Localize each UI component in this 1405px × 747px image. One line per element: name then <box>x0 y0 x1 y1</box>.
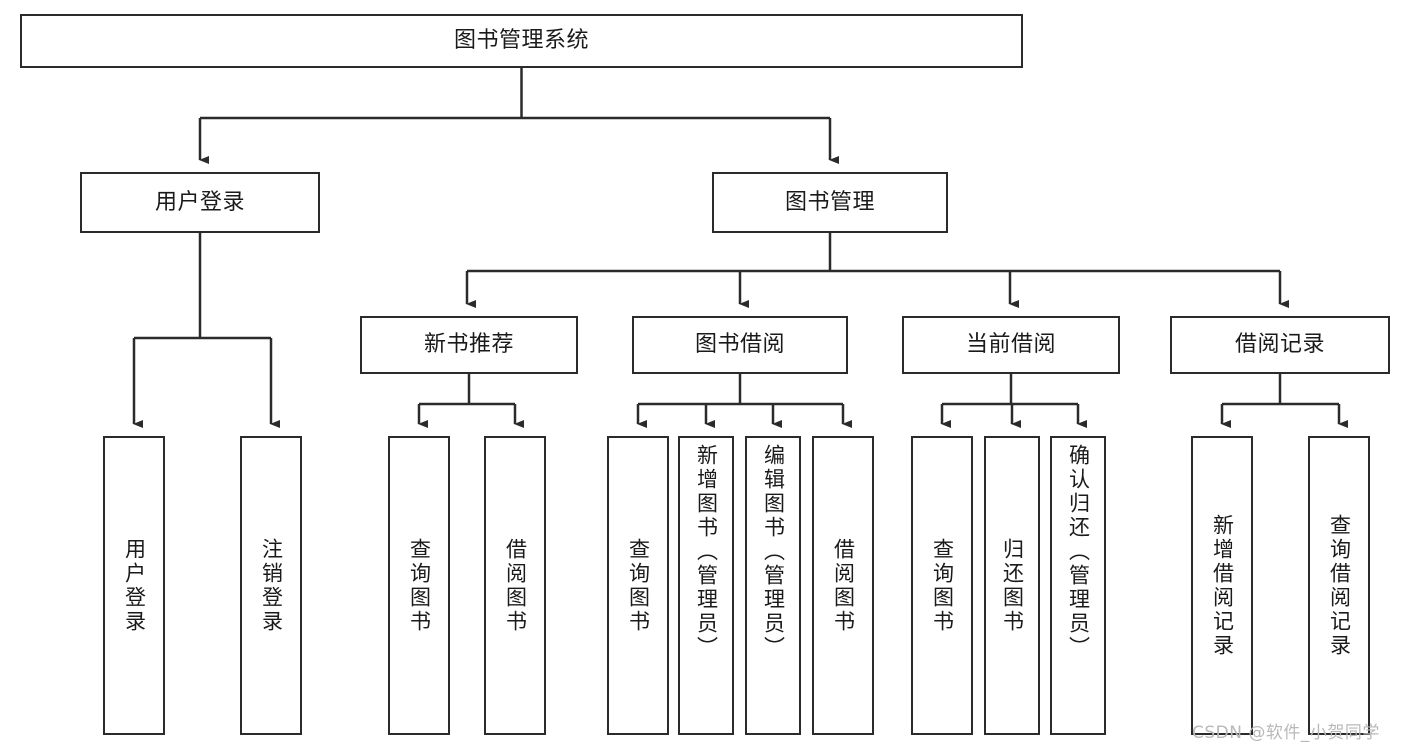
node-leaf-add-record[interactable]: 新增借阅记录 <box>1191 436 1253 735</box>
node-new-book-recommend-label: 新书推荐 <box>423 332 514 358</box>
node-book-management[interactable]: 图书管理 <box>712 172 948 233</box>
node-leaf-add-book-label: 新增图书（管理员） <box>694 444 719 660</box>
node-leaf-edit-book-label: 编辑图书（管理员） <box>761 444 786 660</box>
node-leaf-borrow-book-1-label: 借阅图书 <box>503 537 528 634</box>
node-borrow-record[interactable]: 借阅记录 <box>1170 316 1390 374</box>
node-leaf-query-record[interactable]: 查询借阅记录 <box>1308 436 1370 735</box>
node-leaf-edit-book[interactable]: 编辑图书（管理员） <box>745 436 801 735</box>
node-leaf-logout-label: 注销登录 <box>259 537 284 634</box>
node-book-borrow[interactable]: 图书借阅 <box>632 316 848 374</box>
node-leaf-borrow-book-2[interactable]: 借阅图书 <box>812 436 874 735</box>
node-leaf-add-record-label: 新增借阅记录 <box>1210 513 1235 658</box>
node-book-management-label: 图书管理 <box>784 189 875 215</box>
node-leaf-query-book-2-label: 查询图书 <box>626 537 651 634</box>
node-book-borrow-label: 图书借阅 <box>694 332 785 358</box>
node-new-book-recommend[interactable]: 新书推荐 <box>360 316 578 374</box>
node-leaf-query-book-1-label: 查询图书 <box>407 537 432 634</box>
node-leaf-query-book-2[interactable]: 查询图书 <box>607 436 669 735</box>
node-leaf-user-login[interactable]: 用户登录 <box>103 436 165 735</box>
node-current-borrow[interactable]: 当前借阅 <box>902 316 1120 374</box>
node-leaf-query-book-1[interactable]: 查询图书 <box>388 436 450 735</box>
node-borrow-record-label: 借阅记录 <box>1234 332 1325 358</box>
node-root-label: 图书管理系统 <box>453 28 589 54</box>
node-leaf-user-login-label: 用户登录 <box>122 537 147 634</box>
node-leaf-return-book[interactable]: 归还图书 <box>984 436 1040 735</box>
node-user-login-label: 用户登录 <box>154 189 245 215</box>
node-leaf-query-book-3[interactable]: 查询图书 <box>911 436 973 735</box>
node-leaf-borrow-book-2-label: 借阅图书 <box>831 537 856 634</box>
csdn-watermark: CSDN @软件_小贺同学 <box>1192 723 1380 743</box>
node-current-borrow-label: 当前借阅 <box>965 332 1056 358</box>
node-root-system[interactable]: 图书管理系统 <box>20 14 1023 68</box>
node-leaf-add-book[interactable]: 新增图书（管理员） <box>678 436 734 735</box>
node-user-login[interactable]: 用户登录 <box>80 172 320 233</box>
node-leaf-logout[interactable]: 注销登录 <box>240 436 302 735</box>
node-leaf-return-book-label: 归还图书 <box>1000 537 1025 634</box>
node-leaf-query-record-label: 查询借阅记录 <box>1327 513 1352 658</box>
node-leaf-confirm-return[interactable]: 确认归还（管理员） <box>1050 436 1106 735</box>
node-leaf-borrow-book-1[interactable]: 借阅图书 <box>484 436 546 735</box>
node-leaf-confirm-return-label: 确认归还（管理员） <box>1066 444 1091 660</box>
node-leaf-query-book-3-label: 查询图书 <box>930 537 955 634</box>
